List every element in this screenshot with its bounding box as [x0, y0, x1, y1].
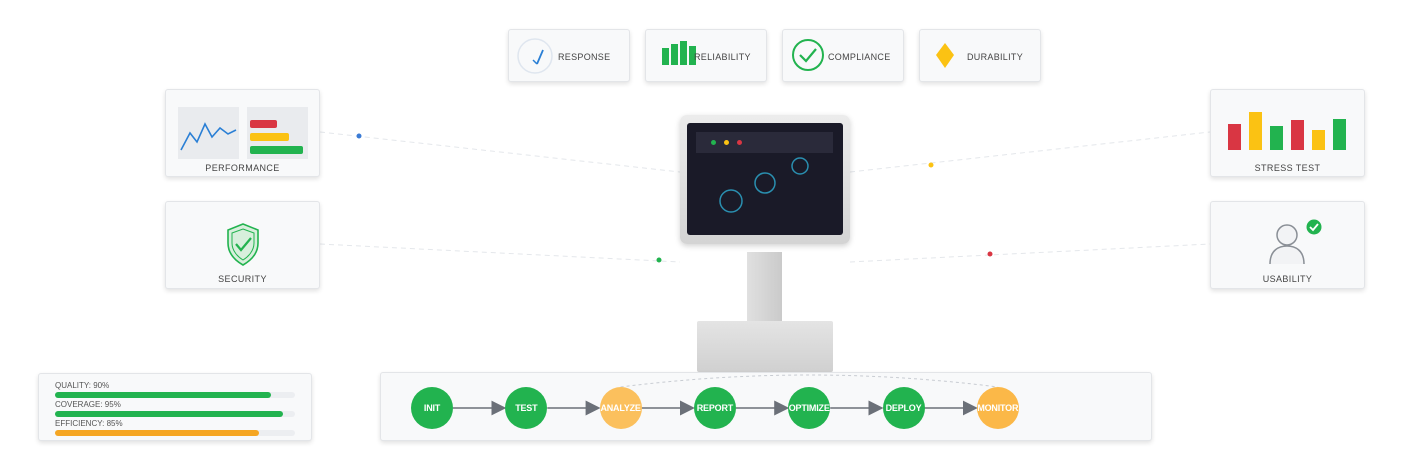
pipeline-node-report[interactable]: REPORT [693, 387, 736, 429]
metric-label-durability: DURABILITY [967, 52, 1024, 62]
security-panel[interactable]: SECURITY [165, 201, 320, 289]
usability-panel[interactable]: USABILITY [1210, 201, 1365, 289]
security-label: SECURITY [218, 274, 267, 284]
connector-stress [849, 131, 1211, 173]
pipeline-node-analyze[interactable]: ANALYZE [599, 387, 642, 429]
stress-test-panel[interactable]: STRESS TEST [1210, 89, 1365, 177]
connector-dot-yellow [928, 162, 934, 168]
connector-usability [849, 243, 1211, 263]
connector-performance [319, 131, 681, 173]
line-chart-icon [180, 122, 237, 151]
stress-test-label: STRESS TEST [1254, 163, 1321, 173]
verified-check-icon [1306, 219, 1322, 235]
horizontal-bars-thumbnail [247, 107, 308, 159]
metric-label-reliability: RELIABILITY [694, 52, 751, 62]
line-chart-thumbnail [178, 107, 239, 159]
progress-fill [55, 430, 259, 436]
metric-card-compliance[interactable]: COMPLIANCE [782, 29, 904, 82]
diamond-icon [936, 43, 954, 68]
status-light-green [711, 140, 716, 145]
horizontal-bar-icon [250, 120, 303, 154]
progress-fill [55, 392, 271, 398]
progress-panel: QUALITY: 90% COVERAGE: 95% EFFICIENCY: 85% [38, 373, 312, 441]
pipeline-node-init[interactable]: INIT [411, 387, 453, 429]
check-circle-icon [792, 39, 824, 71]
bar-chart-icon [662, 41, 696, 65]
connector-dot-blue [356, 133, 362, 139]
gauge-icon [517, 38, 553, 74]
progress-label: QUALITY: 90% [55, 381, 110, 390]
pipeline-node-deploy[interactable]: DEPLOY [882, 387, 925, 429]
pipeline-arrows [453, 374, 998, 416]
pipeline-node-optimize[interactable]: OPTIMIZE [788, 387, 831, 429]
status-light-red [737, 140, 742, 145]
usability-label: USABILITY [1262, 274, 1313, 284]
progress-track [55, 430, 295, 436]
metric-card-durability[interactable]: DURABILITY [919, 29, 1041, 82]
metric-card-reliability[interactable]: RELIABILITY [645, 29, 767, 82]
pipeline-node-test[interactable]: TEST [505, 387, 548, 429]
shield-icon [227, 223, 259, 266]
status-light-yellow [724, 140, 729, 145]
progress-fill [55, 411, 283, 417]
monitor-device [680, 115, 850, 244]
monitor-screen [687, 123, 843, 235]
progress-track [55, 411, 295, 417]
progress-label: EFFICIENCY: 85% [55, 419, 123, 428]
performance-panel[interactable]: PERFORMANCE [165, 89, 320, 177]
stress-bars-icon [1228, 112, 1346, 150]
user-icon [1269, 224, 1305, 265]
monitor-base [697, 321, 833, 372]
performance-label: PERFORMANCE [205, 163, 280, 173]
connector-dot-red [987, 251, 993, 257]
connector-security [319, 243, 681, 263]
monitor-stand [747, 252, 782, 322]
screen-titlebar [696, 132, 833, 153]
feedback-arc [620, 374, 998, 388]
screen-rings [719, 157, 809, 213]
pipeline-node-monitor[interactable]: MONITOR [976, 387, 1019, 429]
pipeline-panel: INIT TEST ANALYZE REPORT OPTIMIZE DEPLOY MONIT… [380, 372, 1152, 441]
metric-label-response: RESPONSE [558, 52, 611, 62]
progress-track [55, 392, 295, 398]
progress-label: COVERAGE: 95% [55, 400, 121, 409]
connector-dot-green [656, 257, 662, 263]
metric-label-compliance: COMPLIANCE [828, 52, 891, 62]
metric-card-response[interactable]: RESPONSE [508, 29, 630, 82]
